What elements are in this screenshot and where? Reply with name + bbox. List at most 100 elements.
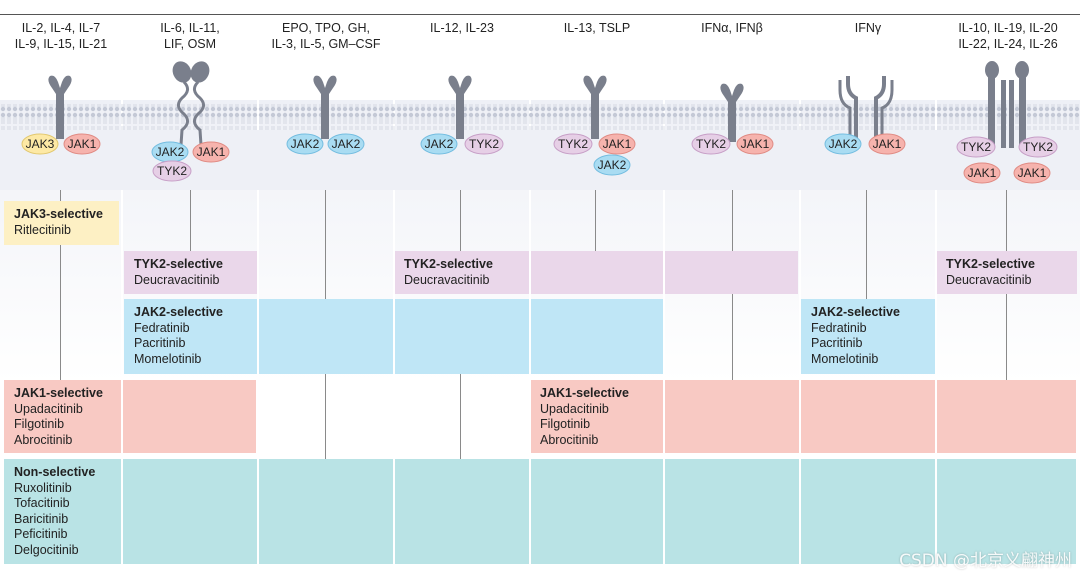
receptor-ifn-gamma (838, 76, 894, 148)
header-common-gamma-chain: IL-2, IL-4, IL-7 IL-9, IL-15, IL-21 (14, 21, 108, 51)
jak-kinase-layer: JAK3 JAK1 JAK2 JAK1 TYK2 JAK2 JAK2 (21, 133, 1058, 184)
kinase-label: JAK2 (598, 158, 627, 172)
kinase-label: JAK2 (425, 137, 454, 151)
band-jak3-selective: JAK3-selective Ritlecitinib (4, 201, 119, 245)
kinase-label: JAK1 (1018, 166, 1047, 180)
receptor-il10-family (985, 61, 1029, 148)
column-divider (529, 100, 531, 564)
kinase-label: JAK2 (291, 137, 320, 151)
kinase-tyk2: TYK2 (956, 136, 996, 158)
column-divider (663, 100, 665, 564)
kinase-label: JAK1 (873, 137, 902, 151)
kinase-label: JAK2 (156, 145, 185, 159)
signal-stem (325, 374, 326, 459)
drug-name: Fedratinib (134, 320, 190, 335)
kinase-jak2: JAK2 (327, 133, 365, 155)
kinase-jak1: JAK1 (1013, 162, 1051, 184)
top-rule (0, 14, 1080, 15)
receptor-il13 (583, 75, 607, 139)
kinase-jak3: JAK3 (21, 133, 59, 155)
signal-stem (595, 188, 596, 251)
drug-name: Ruxolitinib (14, 480, 72, 495)
kinase-jak2: JAK2 (286, 133, 324, 155)
drug-name: Filgotinib (14, 417, 65, 431)
drug-name: Fedratinib (811, 320, 867, 335)
signal-stem (460, 374, 461, 459)
signal-stem (1006, 188, 1007, 251)
receptor-gp130 (172, 61, 210, 161)
kinase-jak2: JAK2 (593, 154, 631, 176)
receptor-ifn-alpha (720, 83, 744, 142)
header-ifn-gamma: IFNγ (854, 21, 882, 35)
kinase-jak1: JAK1 (192, 141, 230, 163)
signal-stem (460, 188, 461, 251)
kinase-tyk2: TYK2 (1018, 136, 1058, 158)
band-title: JAK1-selective (14, 386, 103, 400)
band-jak2-selective: JAK2-selective Fedratinib Pacritinib Mom… (801, 299, 936, 374)
kinase-label: JAK2 (829, 137, 858, 151)
kinase-jak1: JAK1 (736, 133, 774, 155)
drug-name: Momelotinib (134, 351, 202, 366)
kinase-jak2: JAK2 (151, 141, 189, 163)
drug-name: Abrocitinib (540, 432, 599, 447)
kinase-label: TYK2 (558, 137, 588, 151)
column-divider (393, 100, 395, 564)
drug-name: Abrocitinib (14, 432, 73, 447)
band-title: TYK2-selective (404, 257, 493, 271)
kinase-jak1: JAK1 (598, 133, 636, 155)
kinase-jak1: JAK1 (963, 162, 1001, 184)
kinase-label: JAK2 (332, 137, 361, 151)
band-title: TYK2-selective (134, 257, 223, 271)
drug-name: Deucravacitinib (134, 272, 220, 287)
kinase-tyk2: TYK2 (152, 160, 192, 182)
kinase-jak1: JAK1 (63, 133, 101, 155)
header-il13-tslp: IL-13, TSLP (563, 21, 631, 35)
band-non-selective: Non-selective Ruxolitinib Tofacitinib Ba… (4, 459, 1076, 564)
drug-name: Baricitinib (14, 511, 69, 526)
header-il12-il23: IL-12, IL-23 (430, 21, 494, 35)
drug-name: Pacritinib (134, 336, 186, 350)
column-divider (257, 100, 259, 564)
band-tyk2-selective: TYK2-selective Deucravacitinib (124, 251, 257, 294)
receptor-il12 (448, 75, 472, 139)
header-gp130: IL-6, IL-11, LIF, OSM (160, 21, 220, 51)
signal-stem (325, 188, 326, 299)
column-divider (799, 100, 801, 564)
signal-stem (866, 188, 867, 299)
band-title: JAK3-selective (14, 207, 103, 221)
header-homodimeric: EPO, TPO, GH, IL-3, IL-5, GM–CSF (271, 21, 381, 51)
drug-name: Deucravacitinib (404, 272, 490, 287)
signal-stem (732, 188, 733, 251)
drug-name: Upadacitinib (14, 401, 83, 416)
header-ifn-alpha-beta: IFNα, IFNβ (701, 21, 763, 35)
signal-stem (1006, 294, 1007, 380)
kinase-label: JAK3 (26, 137, 55, 151)
kinase-jak2: JAK2 (824, 133, 862, 155)
band-jak1-selective: JAK1-selective Upadacitinib Filgotinib A… (4, 380, 256, 453)
kinase-label: JAK1 (68, 137, 97, 151)
drug-name: Momelotinib (811, 351, 879, 366)
drug-name: Pacritinib (811, 336, 863, 350)
drug-name: Delgocitinib (14, 542, 79, 557)
band-tyk2-selective: TYK2-selective Deucravacitinib (936, 251, 1077, 294)
kinase-tyk2: TYK2 (553, 133, 593, 155)
drug-name: Peficitinib (14, 527, 68, 541)
kinase-label: TYK2 (1023, 140, 1053, 154)
receptor-homodimer (313, 75, 337, 139)
band-tyk2-selective: TYK2-selective Deucravacitinib (394, 251, 798, 294)
drug-name: Upadacitinib (540, 401, 609, 416)
receptor-common-gamma (48, 75, 72, 139)
signal-stem (60, 188, 61, 201)
signal-stem (732, 294, 733, 380)
band-jak1-selective: JAK1-selective Upadacitinib Filgotinib A… (530, 380, 1076, 453)
column-divider (935, 100, 937, 564)
band-title: JAK1-selective (540, 386, 629, 400)
band-title: JAK2-selective (811, 305, 900, 319)
drug-name: Filgotinib (540, 417, 591, 431)
header-il10-family: IL-10, IL-19, IL-20 IL-22, IL-24, IL-26 (958, 21, 1058, 51)
kinase-label: TYK2 (157, 164, 187, 178)
kinase-label: JAK1 (968, 166, 997, 180)
band-title: TYK2-selective (946, 257, 1035, 271)
band-title: JAK2-selective (134, 305, 223, 319)
watermark: CSDN @北京义翩神州 (899, 551, 1072, 571)
